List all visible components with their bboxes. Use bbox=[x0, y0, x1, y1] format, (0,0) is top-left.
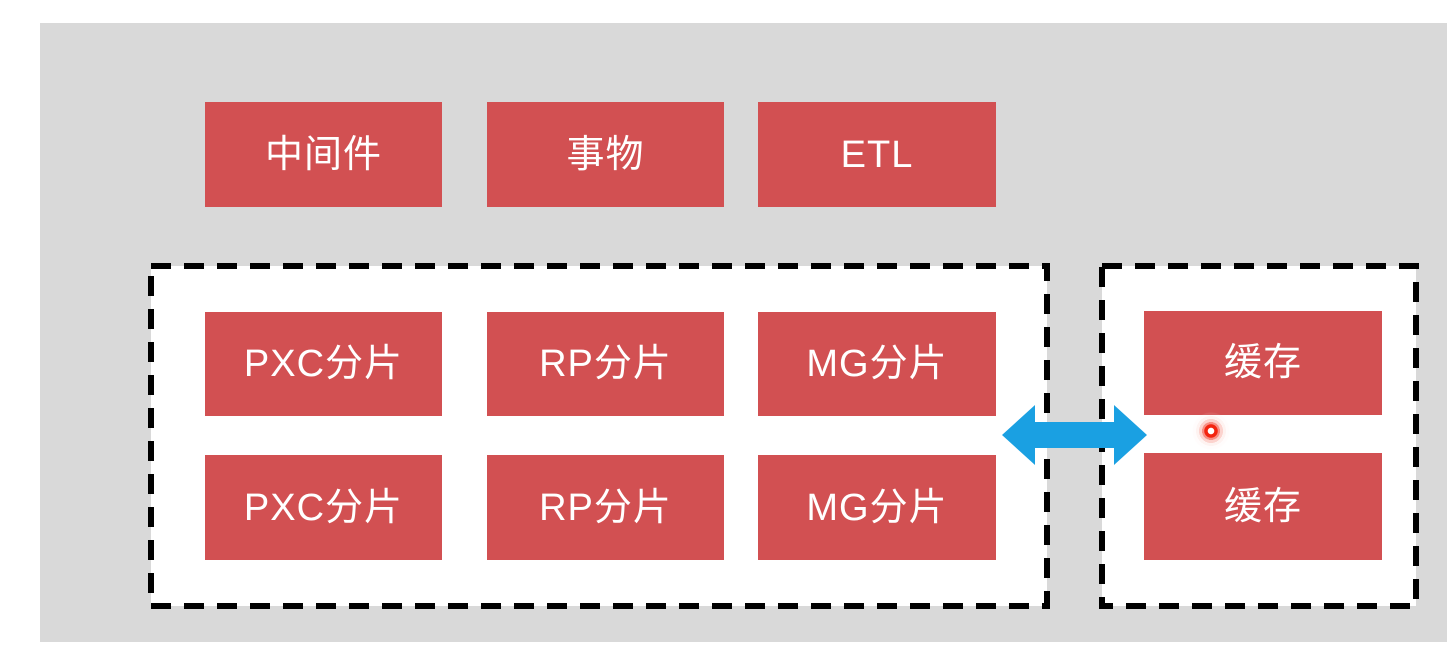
node-etl: ETL bbox=[758, 102, 996, 207]
node-pxc-shard-2-label: PXC分片 bbox=[243, 486, 404, 529]
node-mg-shard-1-label: MG分片 bbox=[806, 343, 948, 385]
node-cache-2-label: 缓存 bbox=[1223, 485, 1302, 528]
node-mg-shard-2: MG分片 bbox=[758, 455, 996, 560]
diagram-panel: 中间件 事物 ETL PXC分片 RP分片 MG分片 PXC分片 RP分片 MG… bbox=[40, 23, 1447, 642]
node-rp-shard-2: RP分片 bbox=[487, 455, 724, 560]
node-cache-2: 缓存 bbox=[1144, 453, 1382, 560]
node-etl-label: ETL bbox=[840, 133, 914, 176]
node-rp-shard-1: RP分片 bbox=[487, 312, 724, 416]
node-pxc-shard-1-label: PXC分片 bbox=[243, 343, 404, 385]
node-mg-shard-1: MG分片 bbox=[758, 312, 996, 416]
node-cache-1-label: 缓存 bbox=[1223, 342, 1302, 384]
node-cache-1: 缓存 bbox=[1144, 311, 1382, 415]
node-mg-shard-2-label: MG分片 bbox=[806, 486, 948, 529]
node-transaction-label: 事物 bbox=[566, 133, 645, 176]
node-transaction: 事物 bbox=[487, 102, 724, 207]
node-middleware: 中间件 bbox=[205, 102, 442, 207]
node-middleware-label: 中间件 bbox=[264, 133, 382, 176]
node-pxc-shard-1: PXC分片 bbox=[205, 312, 442, 416]
node-rp-shard-2-label: RP分片 bbox=[539, 486, 672, 529]
node-pxc-shard-2: PXC分片 bbox=[205, 455, 442, 560]
node-rp-shard-1-label: RP分片 bbox=[539, 343, 672, 385]
bidirectional-arrow-icon bbox=[1002, 405, 1147, 465]
